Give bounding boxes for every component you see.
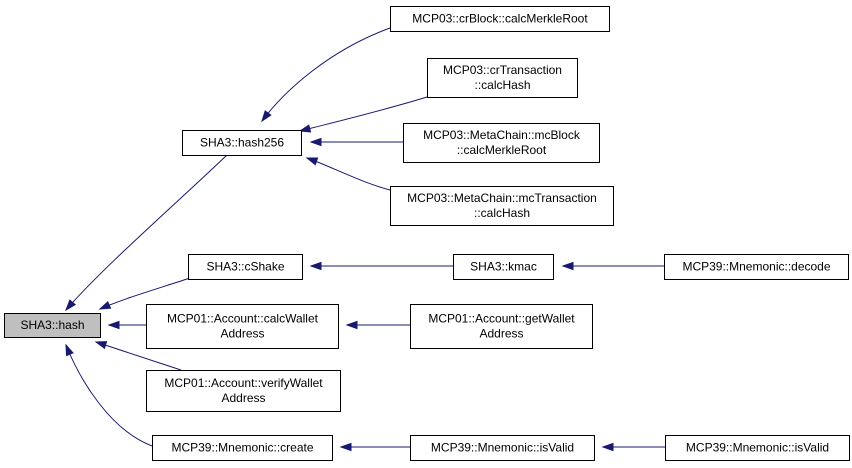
arrowhead — [298, 124, 312, 133]
node-box — [146, 304, 339, 349]
node-label-line: Address — [221, 391, 265, 405]
node-box — [410, 304, 593, 349]
node-label-line: SHA3::cShake — [206, 260, 284, 274]
edge-line — [261, 27, 391, 122]
node-layer: SHA3::hash SHA3::hash256 MCP03::crBlock::c… — [4, 6, 850, 461]
node-label-line: MCP39::Mnemonic::decode — [682, 260, 830, 274]
edge-line — [299, 96, 428, 132]
edge-mcp39_create-to-sha3_hash — [65, 343, 153, 447]
node-label-line: MCP39::Mnemonic::create — [171, 441, 313, 455]
node-label-line: MCP39::Mnemonic::isValid — [686, 441, 829, 455]
edge-mcp39_isvalid_2-to-mcp39_isvalid_1 — [601, 442, 665, 452]
arrowhead — [107, 320, 120, 330]
arrowhead — [339, 442, 352, 452]
arrowhead — [65, 343, 74, 357]
edge-line — [65, 344, 153, 447]
node-box — [410, 435, 595, 461]
node-box — [146, 370, 341, 412]
node-label-line: MCP01::Account::getWallet — [428, 312, 575, 326]
node-label-line: ::calcMerkleRoot — [457, 143, 547, 157]
edge-mcp03_mcblock_merkle-to-sha3_hash256 — [309, 137, 403, 147]
node-label-line: MCP03::crBlock::calcMerkleRoot — [412, 12, 588, 26]
node-sha3-kmac[interactable]: SHA3::kmac — [453, 254, 554, 280]
edge-line — [306, 157, 391, 191]
node-box — [403, 123, 600, 163]
node-label-line: ::calcHash — [474, 206, 530, 220]
node-label-line: MCP03::crTransaction — [443, 63, 562, 77]
node-mcp39-isvalid-1[interactable]: MCP39::Mnemonic::isValid — [410, 435, 595, 461]
node-label-line: MCP03::MetaChain::mcBlock — [423, 128, 581, 142]
node-box — [390, 6, 610, 32]
edge-mcp03_mctx_calchash-to-sha3_hash256 — [305, 157, 391, 191]
edge-mcp01_getwallet-to-mcp01_calcwallet — [345, 320, 410, 330]
node-box — [665, 435, 850, 461]
edge-mcp39_decode-to-sha3_kmac — [561, 261, 664, 271]
node-label-line: SHA3::kmac — [470, 260, 537, 274]
node-box — [390, 186, 614, 226]
arrowhead — [309, 261, 322, 271]
arrowhead — [305, 157, 319, 166]
node-box — [4, 313, 101, 338]
node-box — [453, 254, 554, 280]
node-mcp39-decode[interactable]: MCP39::Mnemonic::decode — [664, 254, 849, 280]
arrowhead — [94, 341, 108, 350]
node-mcp39-create[interactable]: MCP39::Mnemonic::create — [152, 435, 333, 461]
node-label-line: Address — [479, 327, 523, 341]
node-box — [664, 254, 849, 280]
edge-mcp03_crtx_calchash-to-sha3_hash256 — [298, 96, 428, 133]
arrowhead — [601, 442, 614, 452]
node-label-line: Address — [220, 327, 264, 341]
node-box — [427, 58, 578, 98]
node-mcp03-mctx-calchash[interactable]: MCP03::MetaChain::mcTransaction::calcHas… — [390, 186, 614, 226]
node-label-line: SHA3::hash — [20, 318, 84, 332]
edge-sha3_kmac-to-sha3_cshake — [309, 261, 453, 271]
edge-layer — [65, 27, 665, 452]
arrowhead — [561, 261, 574, 271]
arrowhead — [65, 299, 77, 312]
node-box — [188, 254, 303, 280]
edge-sha3_cshake-to-sha3_hash — [98, 277, 191, 310]
arrowhead — [98, 300, 112, 310]
node-sha3-hash256[interactable]: SHA3::hash256 — [182, 130, 302, 156]
edge-sha3_hash256-to-sha3_hash — [65, 154, 228, 312]
node-mcp03-crtx-calchash[interactable]: MCP03::crTransaction::calcHash — [427, 58, 578, 98]
node-box — [152, 435, 333, 461]
edge-mcp01_verifywallet-to-sha3_hash — [94, 341, 182, 371]
node-label-line: MCP01::Account::verifyWallet — [164, 376, 323, 390]
node-label-line: MCP01::Account::calcWallet — [167, 312, 319, 326]
node-mcp03-crblock-merkle[interactable]: MCP03::crBlock::calcMerkleRoot — [390, 6, 610, 32]
node-sha3-cshake[interactable]: SHA3::cShake — [188, 254, 303, 280]
node-mcp39-isvalid-2[interactable]: MCP39::Mnemonic::isValid — [665, 435, 850, 461]
node-sha3-hash: SHA3::hash — [4, 313, 101, 338]
arrowhead — [309, 137, 322, 147]
node-label-line: MCP03::MetaChain::mcTransaction — [407, 191, 597, 205]
arrowhead — [261, 110, 272, 123]
node-label-line: MCP39::Mnemonic::isValid — [431, 441, 574, 455]
node-label-line: SHA3::hash256 — [200, 136, 284, 150]
node-mcp03-mcblock-merkle[interactable]: MCP03::MetaChain::mcBlock::calcMerkleRoo… — [403, 123, 600, 163]
edge-mcp03_crblock_merkle-to-sha3_hash256 — [261, 27, 391, 123]
node-label-line: ::calcHash — [474, 78, 530, 92]
edge-mcp01_calcwallet-to-sha3_hash — [107, 320, 146, 330]
arrowhead — [345, 320, 358, 330]
edge-line — [65, 154, 228, 311]
node-box — [182, 130, 302, 156]
edge-mcp39_isvalid_1-to-mcp39_create — [339, 442, 410, 452]
